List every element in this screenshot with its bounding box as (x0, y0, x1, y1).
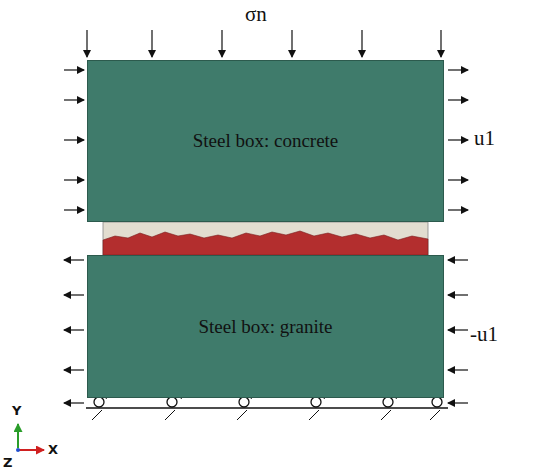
displacement-arrow (448, 69, 468, 70)
normal-load-arrow (86, 30, 87, 57)
roller-support (239, 397, 249, 407)
displacement-arrow (64, 69, 84, 70)
displacement-arrow (64, 369, 84, 370)
displacement-arrow (64, 179, 84, 180)
normal-load-arrow (361, 30, 362, 57)
displacement-arrow (448, 209, 468, 210)
displacement-arrow (448, 139, 468, 140)
normal-stress-label: σn (245, 2, 267, 27)
displacement-arrow (448, 179, 468, 180)
displacement-arrow (64, 209, 84, 210)
steel-box: Steel box: granite (87, 255, 444, 398)
box-label: Steel box: concrete (193, 130, 339, 152)
granite-rough-surface (103, 231, 428, 255)
ground-hatch (92, 410, 102, 420)
ground-hatch (381, 410, 391, 420)
y-axis-arrow (17, 424, 19, 448)
normal-load-arrow (291, 30, 292, 57)
ground-hatch (309, 410, 319, 420)
displacement-arrow (64, 99, 84, 100)
displacement-arrow (448, 99, 468, 100)
displacement-arrow (64, 294, 84, 295)
axis-label: X (48, 442, 58, 457)
roller-support (94, 397, 104, 407)
roller-support (383, 397, 393, 407)
ground-hatch (430, 410, 440, 420)
displacement-arrow (448, 402, 468, 403)
ground-hatch (165, 410, 175, 420)
ground-hatch (237, 410, 247, 420)
roller-support (432, 397, 442, 407)
steel-box: Steel box: concrete (87, 60, 444, 222)
displacement-arrow (64, 139, 84, 140)
axis-label: Z (3, 455, 12, 470)
normal-load-arrow (151, 30, 152, 57)
normal-load-arrow (440, 30, 441, 57)
specimen-interface (103, 222, 428, 255)
displacement-arrow (64, 329, 84, 330)
ground-line (86, 407, 448, 409)
displacement-label: u1 (474, 126, 495, 151)
displacement-arrow (448, 329, 468, 330)
axis-label: Y (12, 403, 21, 418)
roller-support (311, 397, 321, 407)
displacement-arrow (64, 259, 84, 260)
z-axis-dot (16, 448, 20, 452)
x-axis-arrow (18, 449, 44, 451)
normal-load-arrow (221, 30, 222, 57)
displacement-arrow (448, 294, 468, 295)
displacement-arrow (448, 369, 468, 370)
roller-support (167, 397, 177, 407)
displacement-label: -u1 (470, 322, 498, 347)
box-label: Steel box: granite (198, 316, 332, 338)
displacement-arrow (448, 259, 468, 260)
displacement-arrow (64, 402, 84, 403)
